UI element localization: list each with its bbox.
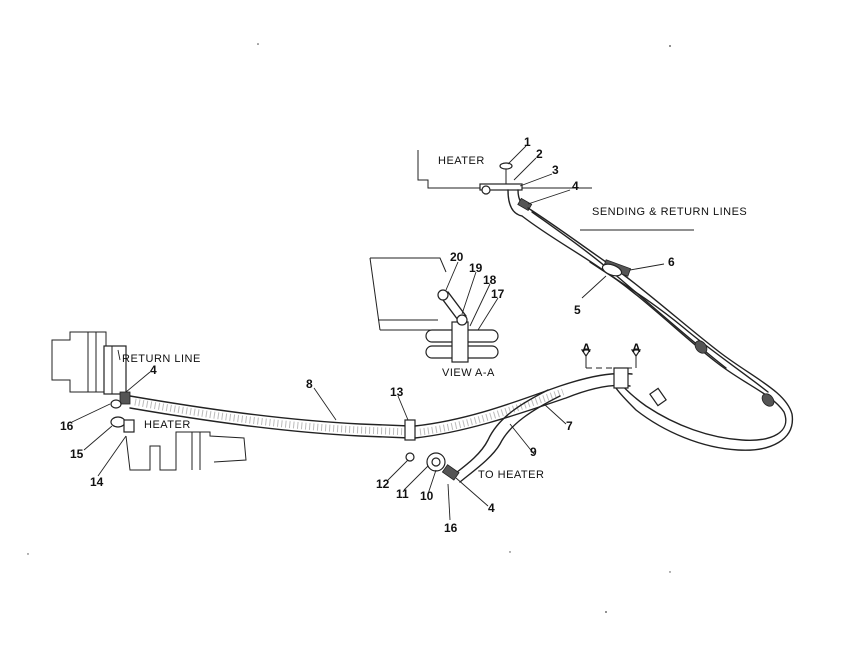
- callout-10: 10: [420, 489, 434, 503]
- top-heater-outline: [417, 150, 592, 189]
- callout-11: 11: [396, 487, 409, 501]
- callout-19: 19: [469, 261, 483, 275]
- part-13-clamp: [404, 419, 416, 441]
- main-hose-run: [129, 367, 633, 483]
- part-15-elbow: [110, 416, 126, 428]
- callout-8: 8: [306, 377, 313, 391]
- view-aa-detail: [369, 257, 499, 363]
- leader-lines: [71, 145, 694, 521]
- callout-13: 13: [390, 385, 404, 399]
- left-return-assembly: [51, 331, 247, 471]
- callout-14: 14: [90, 475, 104, 489]
- callout-3: 3: [552, 163, 559, 177]
- part-3-bracket: [479, 183, 523, 191]
- callout-15: 15: [70, 447, 84, 461]
- return-line-fitting-body: [103, 345, 127, 395]
- section-a-left-label: A: [582, 341, 591, 355]
- hose-end-cap-2: [761, 393, 775, 407]
- callout-4-left: 4: [150, 363, 157, 377]
- part-10-fitting: [431, 457, 441, 467]
- part-6-retainer: [601, 263, 623, 277]
- callout-9: 9: [530, 445, 537, 459]
- callout-6: 6: [668, 255, 675, 269]
- callout-17: 17: [491, 287, 505, 301]
- part-1-cap: [499, 162, 513, 170]
- callout-4-lower: 4: [488, 501, 495, 515]
- heater-top-label: HEATER: [438, 155, 485, 167]
- callout-12: 12: [376, 477, 390, 491]
- scan-specks: [27, 43, 671, 613]
- section-aa-tee: [613, 367, 629, 389]
- right-hose-loop: [521, 207, 794, 451]
- top-clamp-nut: [481, 185, 491, 195]
- view-aa-clamp: [451, 321, 469, 363]
- callout-16-left: 16: [60, 419, 74, 433]
- callout-16-lower: 16: [444, 521, 458, 535]
- callout-20: 20: [450, 250, 464, 264]
- return-line-label: RETURN LINE: [122, 353, 201, 365]
- section-a-right-label: A: [632, 341, 641, 355]
- part-20-stud: [437, 289, 449, 301]
- text-labels: HEATER SENDING & RETURN LINES RETURN LIN…: [122, 155, 747, 481]
- part-4-clamp-left: [119, 391, 131, 405]
- callout-7: 7: [566, 419, 573, 433]
- callout-5: 5: [574, 303, 581, 317]
- top-fitting: [479, 162, 533, 217]
- to-heater-label: TO HEATER: [478, 469, 544, 481]
- right-hose-coupler: [649, 387, 667, 407]
- part-16-fitting-left: [110, 399, 122, 409]
- part-14-connector: [123, 419, 135, 433]
- part-19-nut: [456, 314, 468, 326]
- callout-18: 18: [483, 273, 497, 287]
- sending-return-label: SENDING & RETURN LINES: [592, 206, 747, 218]
- callout-numbers: 1 2 3 4 5 6 4 20 19 18 17 8 13 7 9 12 11…: [60, 135, 675, 535]
- heater-left-label: HEATER: [144, 419, 191, 431]
- hose-end-cap-1: [694, 340, 708, 354]
- callout-1: 1: [524, 135, 531, 149]
- callout-4-top: 4: [572, 179, 579, 193]
- part-4-clamp-lower: [441, 464, 460, 481]
- view-aa-label: VIEW A-A: [442, 367, 495, 379]
- section-aa-marker: [580, 349, 642, 369]
- callout-2: 2: [536, 147, 543, 161]
- part-12-fitting: [405, 452, 415, 462]
